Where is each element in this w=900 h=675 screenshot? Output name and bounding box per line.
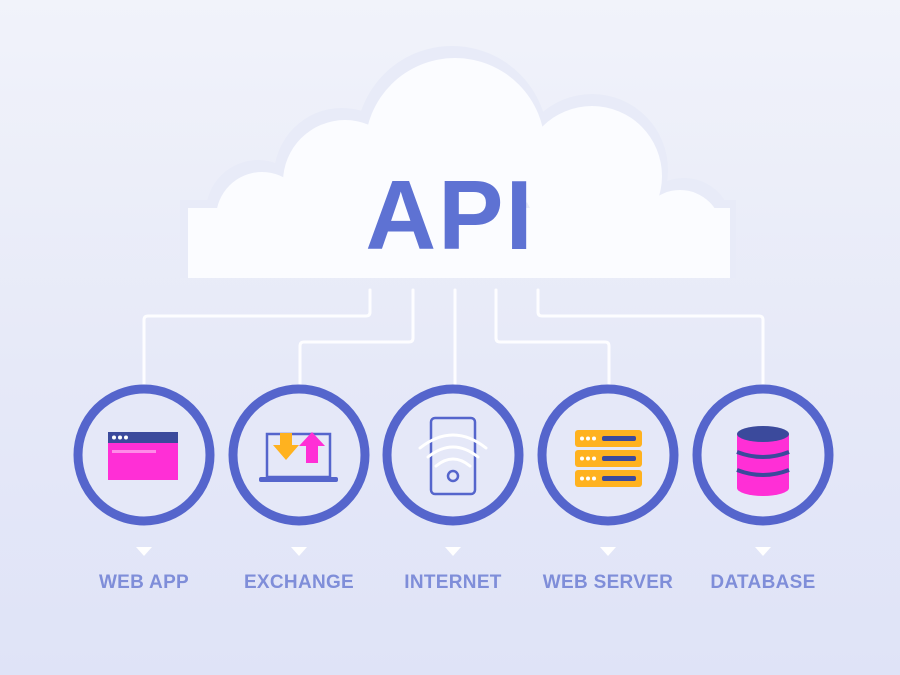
pointer-exchange [291, 547, 307, 556]
cloud-shape [180, 46, 736, 278]
pointer-web-server [600, 547, 616, 556]
connector-web-app [142, 288, 372, 390]
node-rings [73, 384, 834, 526]
connector-database [536, 288, 765, 390]
label-web-app: WEB APP [98, 572, 190, 593]
phone-wifi-icon [418, 416, 488, 496]
database-icon [736, 426, 790, 496]
pointer-web-app [136, 547, 152, 556]
label-database: DATABASE [710, 572, 816, 593]
connector-exchange [298, 288, 415, 390]
laptop-exchange-icon [259, 432, 338, 482]
node-exchange [228, 384, 370, 526]
browser-window-icon [108, 432, 178, 480]
node-internet [382, 384, 524, 526]
label-exchange: EXCHANGE [243, 572, 355, 593]
label-internet: INTERNET [404, 572, 502, 593]
connector-web-server [494, 288, 611, 390]
pointer-internet [445, 547, 461, 556]
pointer-triangles [136, 547, 771, 556]
connector-lines [142, 288, 765, 390]
api-title: API [365, 160, 535, 270]
pointer-database [755, 547, 771, 556]
label-web-server: WEB SERVER [542, 572, 674, 593]
server-stack-icon [575, 430, 642, 487]
